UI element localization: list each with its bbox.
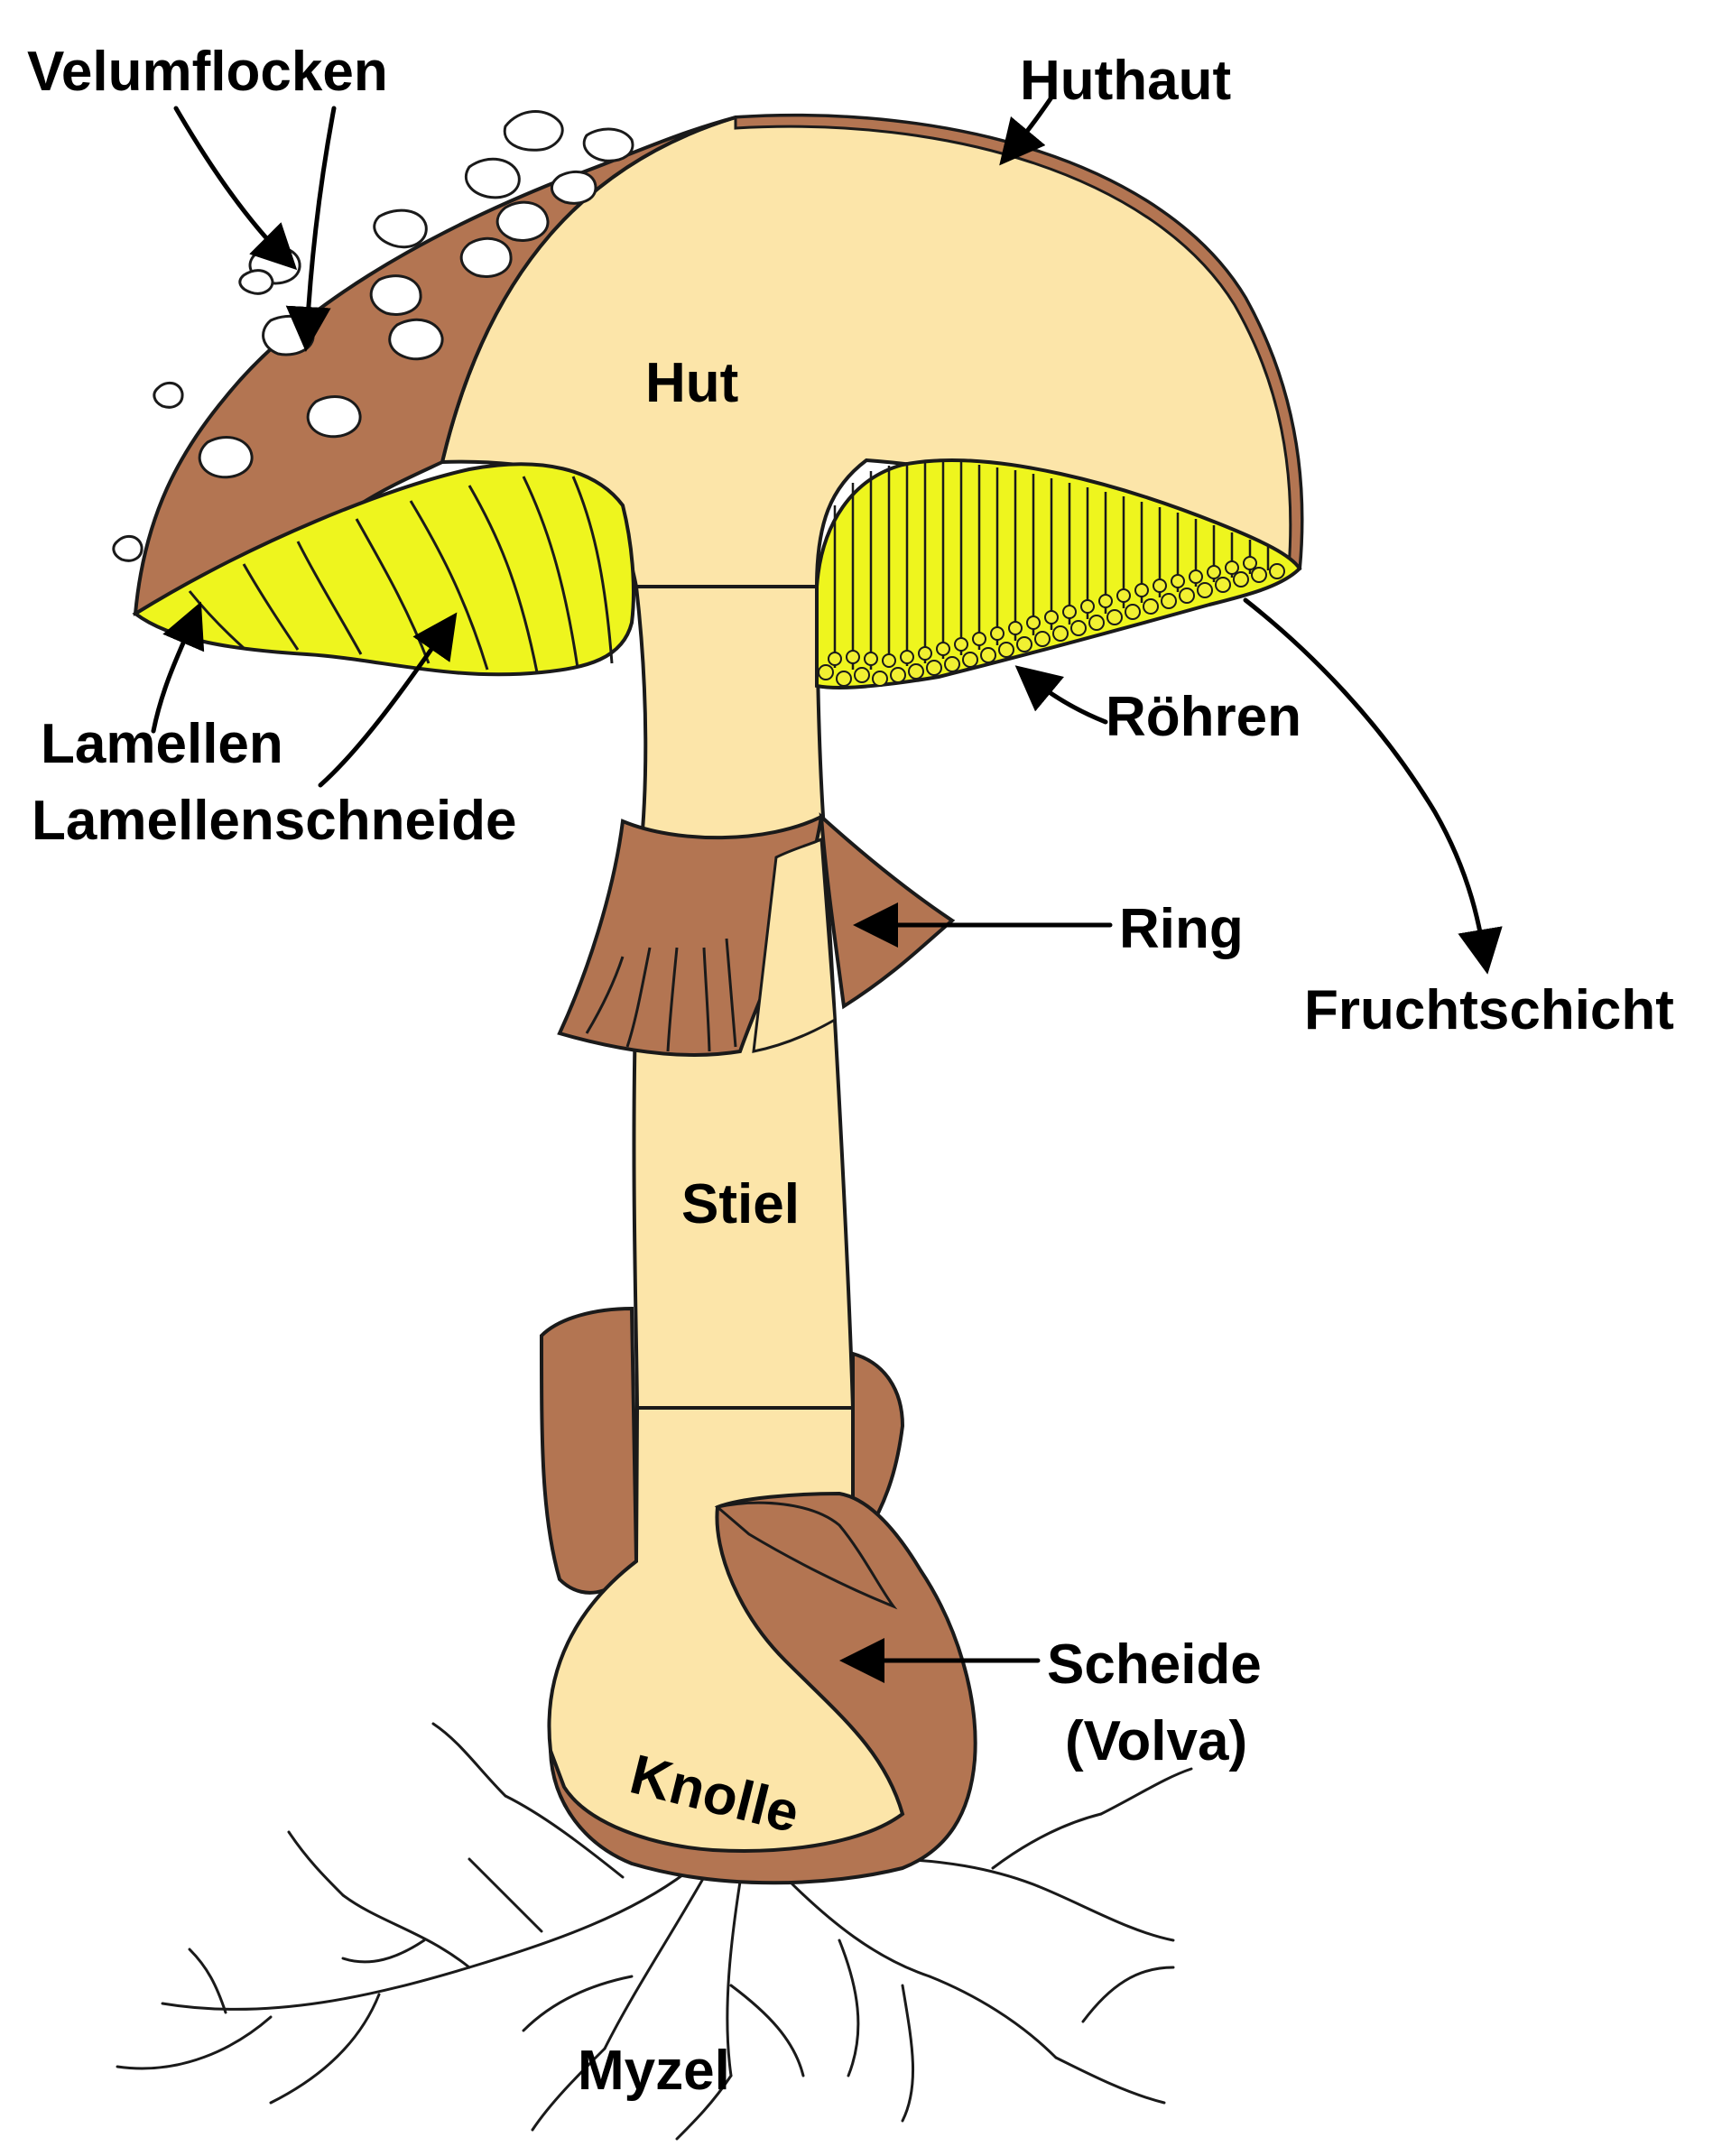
mycelium [116,1722,1193,2141]
arrow-velumflocken-2 [285,106,337,352]
annotation-arrows [151,95,1503,1683]
volva-back [539,1306,639,1595]
label-huthaut: Huthaut [1020,50,1231,112]
label-velumflocken: Velumflocken [27,41,388,103]
tube-pores [818,556,1285,687]
tube-lines [833,460,1270,670]
label-ring: Ring [1119,898,1244,960]
volva-flap [714,1501,898,1610]
arrow-roehren [1014,665,1108,725]
label-lamellenschneide: Lamellenschneide [32,790,517,852]
arrow-fruchtschicht [1243,597,1503,975]
arrow-huthaut [999,95,1054,166]
ring-inner-stem [752,837,837,1053]
arrow-velumflocken-1 [173,106,298,271]
label-scheide: Scheide [1047,1633,1262,1696]
arrow-lamellen [151,601,205,734]
label-stiel: Stiel [681,1173,800,1235]
label-fruchtschicht: Fruchtschicht [1304,979,1674,1041]
ring-left [557,813,824,1057]
label-myzel: Myzel [578,2040,730,2102]
ring-folds [585,938,737,1052]
label-roehren: Röhren [1106,686,1301,748]
label-volva: (Volva) [1065,1710,1247,1772]
label-lamellen: Lamellen [41,713,283,775]
ring-right [819,812,956,1010]
arrow-lamellenschneide [318,612,458,788]
label-hut: Hut [645,352,738,414]
